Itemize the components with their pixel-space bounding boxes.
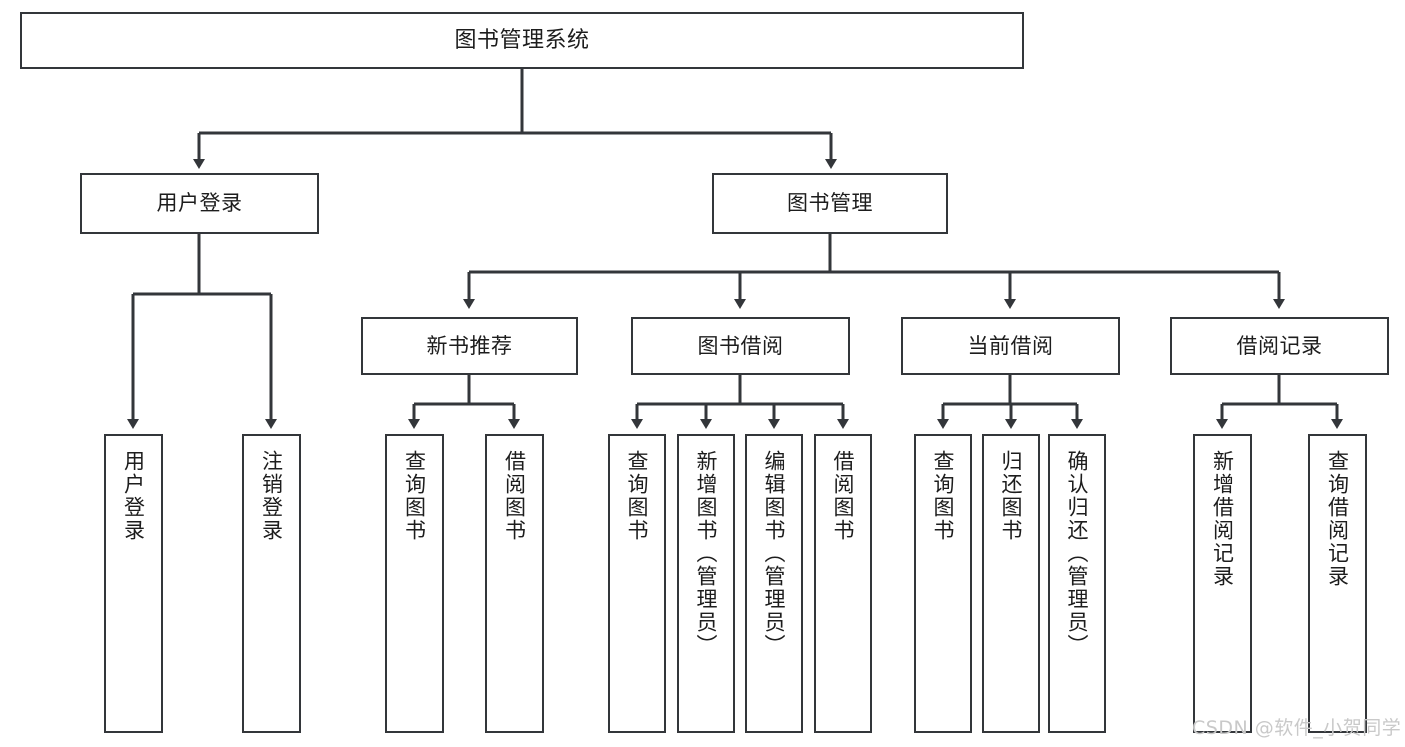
node-label: 新增图书（管理员） [694, 450, 719, 657]
leaf-borrow-edit-book-admin[interactable]: 编辑图书（管理员） [745, 434, 803, 733]
node-label: 借阅图书 [502, 450, 527, 542]
leaf-current-query-book[interactable]: 查询图书 [914, 434, 972, 733]
node-label: 图书管理系统 [454, 27, 590, 53]
leaf-current-confirm-return-admin[interactable]: 确认归还（管理员） [1048, 434, 1106, 733]
node-book-management[interactable]: 图书管理 [712, 173, 948, 234]
leaf-borrow-borrow-book[interactable]: 借阅图书 [814, 434, 872, 733]
node-label: 查询借阅记录 [1325, 450, 1350, 588]
node-label: 当前借阅 [967, 333, 1054, 358]
node-label: 借阅记录 [1236, 333, 1323, 358]
node-label: 用户登录 [156, 191, 243, 216]
node-label: 图书借阅 [697, 333, 784, 358]
node-label: 查询图书 [625, 450, 650, 542]
node-borrow-record[interactable]: 借阅记录 [1170, 317, 1389, 375]
node-label: 查询图书 [931, 450, 956, 542]
leaf-record-query-record[interactable]: 查询借阅记录 [1308, 434, 1367, 733]
leaf-borrow-query-book[interactable]: 查询图书 [608, 434, 666, 733]
leaf-current-return-book[interactable]: 归还图书 [982, 434, 1040, 733]
node-root-system[interactable]: 图书管理系统 [20, 12, 1024, 69]
node-label: 新书推荐 [426, 333, 513, 358]
leaf-record-add-record[interactable]: 新增借阅记录 [1193, 434, 1252, 733]
node-user-login[interactable]: 用户登录 [80, 173, 319, 234]
node-label: 注销登录 [259, 450, 284, 542]
node-label: 借阅图书 [831, 450, 856, 542]
leaf-recommend-borrow-book[interactable]: 借阅图书 [485, 434, 544, 733]
node-book-borrow[interactable]: 图书借阅 [631, 317, 850, 375]
node-label: 图书管理 [787, 191, 873, 216]
node-label: 归还图书 [999, 450, 1024, 542]
node-new-book-recommend[interactable]: 新书推荐 [361, 317, 578, 375]
node-label: 新增借阅记录 [1210, 450, 1235, 588]
leaf-user-login-login[interactable]: 用户登录 [104, 434, 163, 733]
node-label: 编辑图书（管理员） [762, 450, 787, 657]
node-label: 用户登录 [121, 450, 146, 542]
node-label: 确认归还（管理员） [1065, 450, 1090, 657]
leaf-user-login-logout[interactable]: 注销登录 [242, 434, 301, 733]
node-current-borrow[interactable]: 当前借阅 [901, 317, 1120, 375]
node-label: 查询图书 [402, 450, 427, 542]
leaf-borrow-add-book-admin[interactable]: 新增图书（管理员） [677, 434, 735, 733]
leaf-recommend-query-book[interactable]: 查询图书 [385, 434, 444, 733]
csdn-watermark: CSDN @软件_小贺同学 [1192, 717, 1402, 739]
